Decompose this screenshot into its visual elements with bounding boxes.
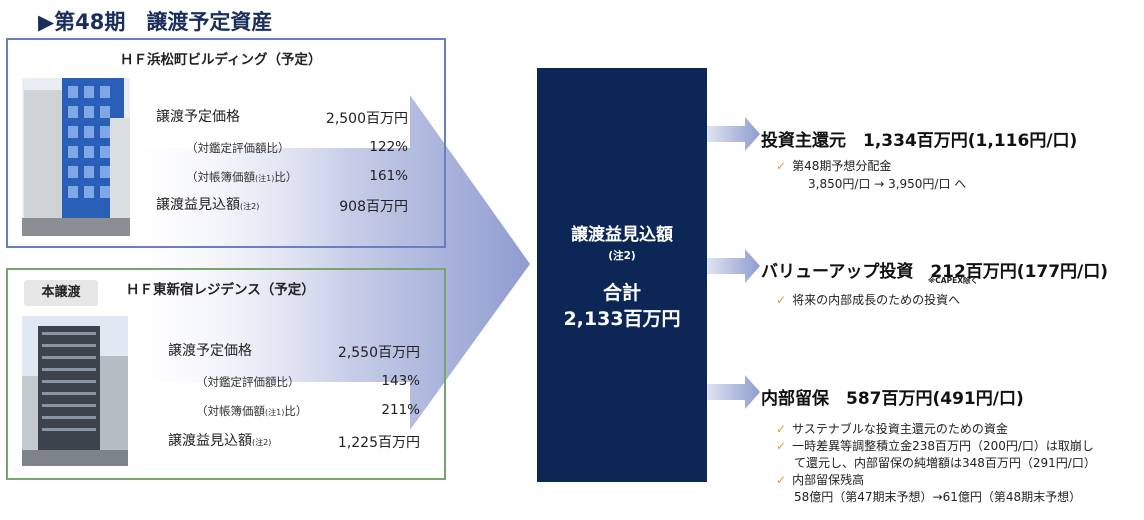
gain-value: 1,225百万円 [337, 435, 420, 451]
building-photo [22, 316, 128, 466]
capex-note: ※CAPEX除く [928, 276, 979, 285]
summary-note: (注2) [608, 250, 636, 262]
summary-total-value: 2,133百万円 [563, 308, 681, 330]
building-photo [22, 78, 130, 236]
retained-item-2-cont: て還元し、内部留保の純増額は348百万円（291円/口） [794, 456, 1096, 470]
summary-title: 譲渡益見込額 [571, 225, 673, 245]
arrow-value-up [707, 249, 760, 283]
retained-item-2: ✓一時差異等調整積立金238百万円（200円/口）は取崩し [776, 439, 1094, 453]
value-up-item: ✓将来の内部成長のための投資へ [776, 293, 961, 307]
gain-value: 908百万円 [339, 199, 408, 215]
book-label: （対帳簿価額(注1)比） [196, 404, 308, 418]
gain-label: 譲渡益見込額(注2) [168, 433, 272, 449]
property-name: ＨＦ東新宿レジデンス（予定） [126, 282, 315, 298]
investor-return-item-detail: 3,850円/口 → 3,950円/口 へ [808, 177, 967, 191]
book-value: 211% [381, 402, 420, 418]
retained-item-3-detail: 58億円（第47期末予想）→61億円（第48期末予想） [794, 490, 1082, 504]
price-value: 2,500百万円 [325, 111, 408, 127]
check-icon: ✓ [776, 439, 787, 453]
price-label: 譲渡予定価格 [168, 343, 252, 359]
arrow-investor-return [707, 117, 760, 151]
summary-total-label: 合計 [602, 282, 641, 304]
appraisal-label: （対鑑定評価額比） [186, 141, 290, 155]
gain-summary-box: 譲渡益見込額 (注2) 合計 2,133百万円 [537, 68, 707, 482]
price-label: 譲渡予定価格 [156, 109, 240, 125]
appraisal-value: 143% [381, 373, 420, 389]
transfer-tag: 本譲渡 [24, 280, 98, 306]
property-name: ＨＦ浜松町ビルディング（予定） [120, 52, 322, 68]
property-card-hamamatsucho: ＨＦ浜松町ビルディング（予定） 譲渡予定価格 2,500百万円 （対鑑定評価額比… [6, 38, 446, 248]
investor-return-item: ✓第48期予想分配金 [776, 159, 892, 173]
check-icon: ✓ [776, 422, 787, 436]
appraisal-label: （対鑑定評価額比） [196, 375, 300, 389]
investor-return-title: 投資主還元 1,334百万円(1,116円/口) [761, 131, 1078, 151]
property-card-higashishinjuku: 本譲渡 ＨＦ東新宿レジデンス（予定） 譲渡予定価格 2,550百万円 （対鑑定評… [6, 268, 446, 480]
check-icon: ✓ [776, 473, 787, 487]
appraisal-value: 122% [369, 139, 408, 155]
book-value: 161% [369, 168, 408, 184]
gain-label: 譲渡益見込額(注2) [156, 197, 260, 213]
big-arrow-shape [130, 95, 530, 430]
check-icon: ✓ [776, 159, 787, 173]
book-label: （対帳簿価額(注1)比） [186, 170, 298, 184]
retained-title: 内部留保 587百万円(491円/口) [761, 389, 1024, 409]
price-value: 2,550百万円 [337, 345, 420, 361]
page-title: ▶第48期 譲渡予定資産 [38, 10, 273, 34]
check-icon: ✓ [776, 293, 787, 307]
retained-item-1: ✓サステナブルな投資主還元のための資金 [776, 422, 1008, 436]
retained-item-3: ✓内部留保残高 [776, 473, 865, 487]
value-up-title: バリューアップ投資 212百万円(177円/口) [761, 262, 1109, 282]
arrow-retained [707, 375, 760, 409]
